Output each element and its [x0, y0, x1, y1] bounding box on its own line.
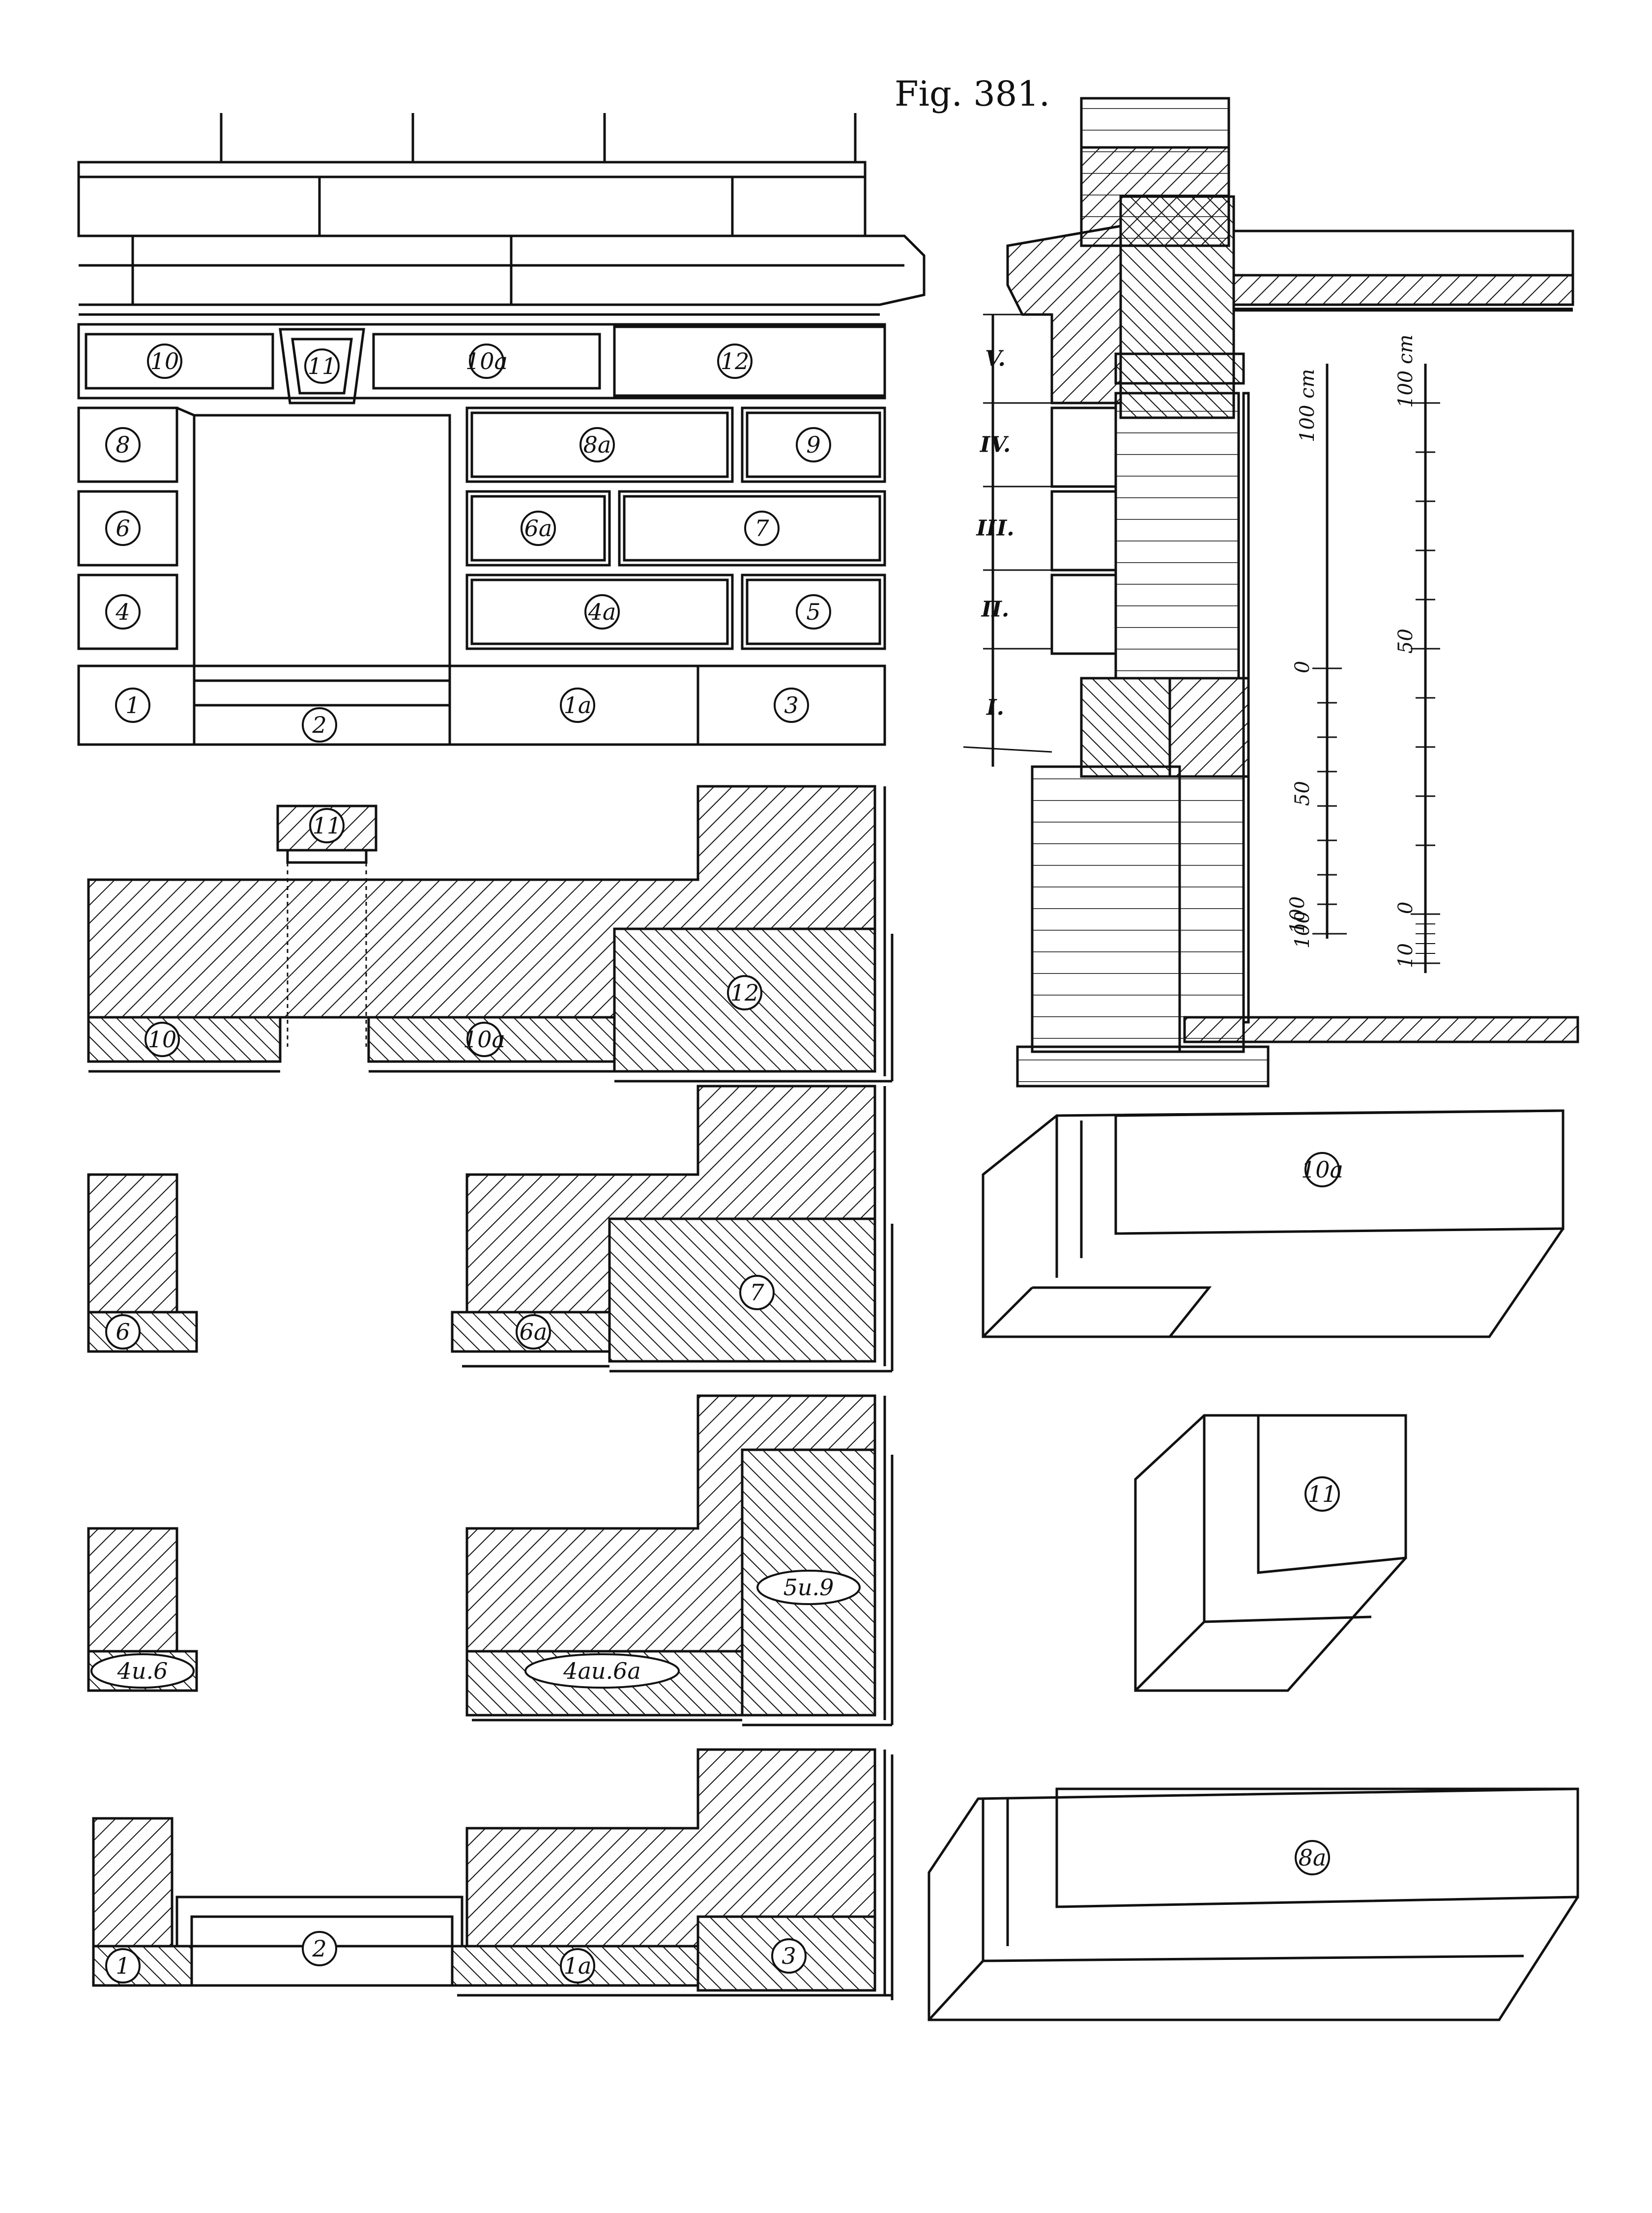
iso-block-11: [1134, 1414, 1407, 1692]
plan3-label-1: 4au.6a: [524, 1653, 680, 1689]
elevation-label-13-text: 1: [125, 692, 140, 719]
plan4-label-0: 1: [105, 1948, 141, 1983]
scale-left-tick-3: 100: [1286, 896, 1309, 934]
elevation-label-10-text: 4: [115, 599, 130, 625]
iso-label-1-text: 11: [1308, 1481, 1337, 1507]
course-1: IV.: [979, 432, 1011, 458]
plan3-label-1-text: 4au.6a: [563, 1658, 641, 1684]
scale-right-tick-0: 50: [1394, 629, 1417, 654]
plan4-label-2: 1a: [560, 1948, 595, 1983]
elevation-label-15: 1a: [560, 688, 595, 723]
iso-label-0-text: 10a: [1301, 1156, 1343, 1183]
elevation-label-11: 4a: [584, 594, 620, 630]
plan1-label-0: 11: [309, 808, 345, 843]
elevation-label-11-text: 4a: [588, 599, 616, 625]
plan2-label-2-text: 7: [750, 1279, 764, 1306]
plan2-label-0: 6: [105, 1314, 141, 1350]
elevation-label-16-text: 3: [784, 692, 798, 719]
elevation-label-14: 2: [302, 707, 337, 743]
elevation-label-5-text: 8a: [583, 431, 611, 458]
plan2-label-0-text: 6: [116, 1319, 130, 1345]
elevation-label-5: 8a: [580, 427, 615, 462]
elevation-label-3-text: 12: [721, 348, 750, 374]
course-3: II.: [981, 597, 1009, 622]
elevation-label-13: 1: [115, 688, 150, 723]
plan2-label-1: 6a: [516, 1314, 551, 1350]
elevation-label-0: 10: [147, 344, 182, 379]
plan1-label-2: 10a: [463, 1022, 505, 1057]
plan4-label-1: 2: [302, 1931, 337, 1966]
plan-course-4-5: [87, 1394, 894, 1726]
elevation-label-1: 11: [304, 348, 340, 384]
elevation-label-12: 5: [796, 594, 831, 630]
scale-bar-right: [1411, 364, 1440, 973]
plan4-label-1-text: 2: [312, 1935, 326, 1962]
scale-left-unit: 100 cm: [1296, 369, 1319, 442]
elevation-label-2-text: 10a: [465, 348, 508, 374]
plan4-label-2-text: 1a: [564, 1953, 592, 1979]
course-2: III.: [975, 516, 1014, 541]
plan1-label-1: 10: [145, 1022, 180, 1057]
elevation-label-7: 6: [105, 511, 141, 546]
figure-title: Fig. 381.: [895, 74, 1050, 114]
wall-section: [963, 97, 1579, 1088]
elevation-label-8-text: 6a: [524, 515, 552, 542]
plan1-label-0-text: 11: [313, 812, 342, 839]
iso-block-8a: [927, 1787, 1579, 2021]
plan1-label-3-text: 12: [730, 979, 759, 1006]
plan1-label-3: 12: [727, 975, 762, 1010]
plan2-label-2: 7: [739, 1275, 775, 1310]
plan4-label-3-text: 3: [782, 1943, 796, 1969]
iso-label-2-text: 8a: [1299, 1844, 1327, 1871]
iso-block-10a: [982, 1109, 1565, 1338]
plan1-label-2-text: 10a: [463, 1026, 505, 1053]
elevation-label-8: 6a: [521, 511, 556, 546]
scale-right-tick-1: 0: [1394, 902, 1417, 914]
facade-elevation: [77, 113, 926, 746]
plan1-label-1-text: 10: [148, 1026, 177, 1053]
elevation-label-9: 7: [744, 511, 780, 546]
elevation-label-1-text: 11: [308, 353, 337, 379]
scale-bar-left: [1312, 364, 1347, 939]
scale-left-tick-2: 50: [1291, 781, 1314, 806]
plan3-label-0-text: 4u.6: [117, 1658, 168, 1684]
scale-left-tick-0: 100: [1291, 911, 1314, 948]
elevation-label-4: 8: [105, 427, 141, 462]
elevation-label-3: 12: [717, 344, 753, 379]
elevation-label-0-text: 10: [150, 348, 179, 374]
plan2-label-1-text: 6a: [520, 1319, 548, 1345]
elevation-label-9-text: 7: [754, 515, 769, 542]
plan-course-1-3: [92, 1748, 894, 2000]
plan3-label-2-text: 5u.9: [783, 1574, 834, 1601]
iso-label-2: 8a: [1295, 1840, 1330, 1875]
elevation-label-6: 9: [796, 427, 831, 462]
course-0: V.: [985, 346, 1006, 372]
plan4-label-0-text: 1: [116, 1953, 130, 1979]
elevation-label-2: 10a: [465, 344, 508, 379]
plan3-label-2: 5u.9: [756, 1570, 861, 1605]
iso-label-1: 11: [1304, 1476, 1340, 1512]
elevation-label-15-text: 1a: [564, 692, 592, 719]
scale-right-unit: 100 cm: [1394, 335, 1417, 408]
elevation-label-6-text: 9: [806, 431, 820, 458]
plan4-label-3: 3: [771, 1938, 807, 1974]
elevation-label-12-text: 5: [806, 599, 820, 625]
plan-course-6-7: [87, 1085, 894, 1373]
elevation-label-16: 3: [774, 688, 809, 723]
course-4: I.: [985, 695, 1004, 720]
elevation-label-10: 4: [105, 594, 141, 630]
scale-left-tick-1: 0: [1291, 661, 1314, 673]
elevation-label-4-text: 8: [116, 431, 130, 458]
iso-label-0: 10a: [1301, 1152, 1343, 1187]
plan3-label-0: 4u.6: [90, 1653, 195, 1689]
elevation-label-14-text: 2: [312, 712, 326, 738]
elevation-label-7-text: 6: [116, 515, 130, 542]
scale-right-tick-2: 10: [1394, 943, 1417, 968]
